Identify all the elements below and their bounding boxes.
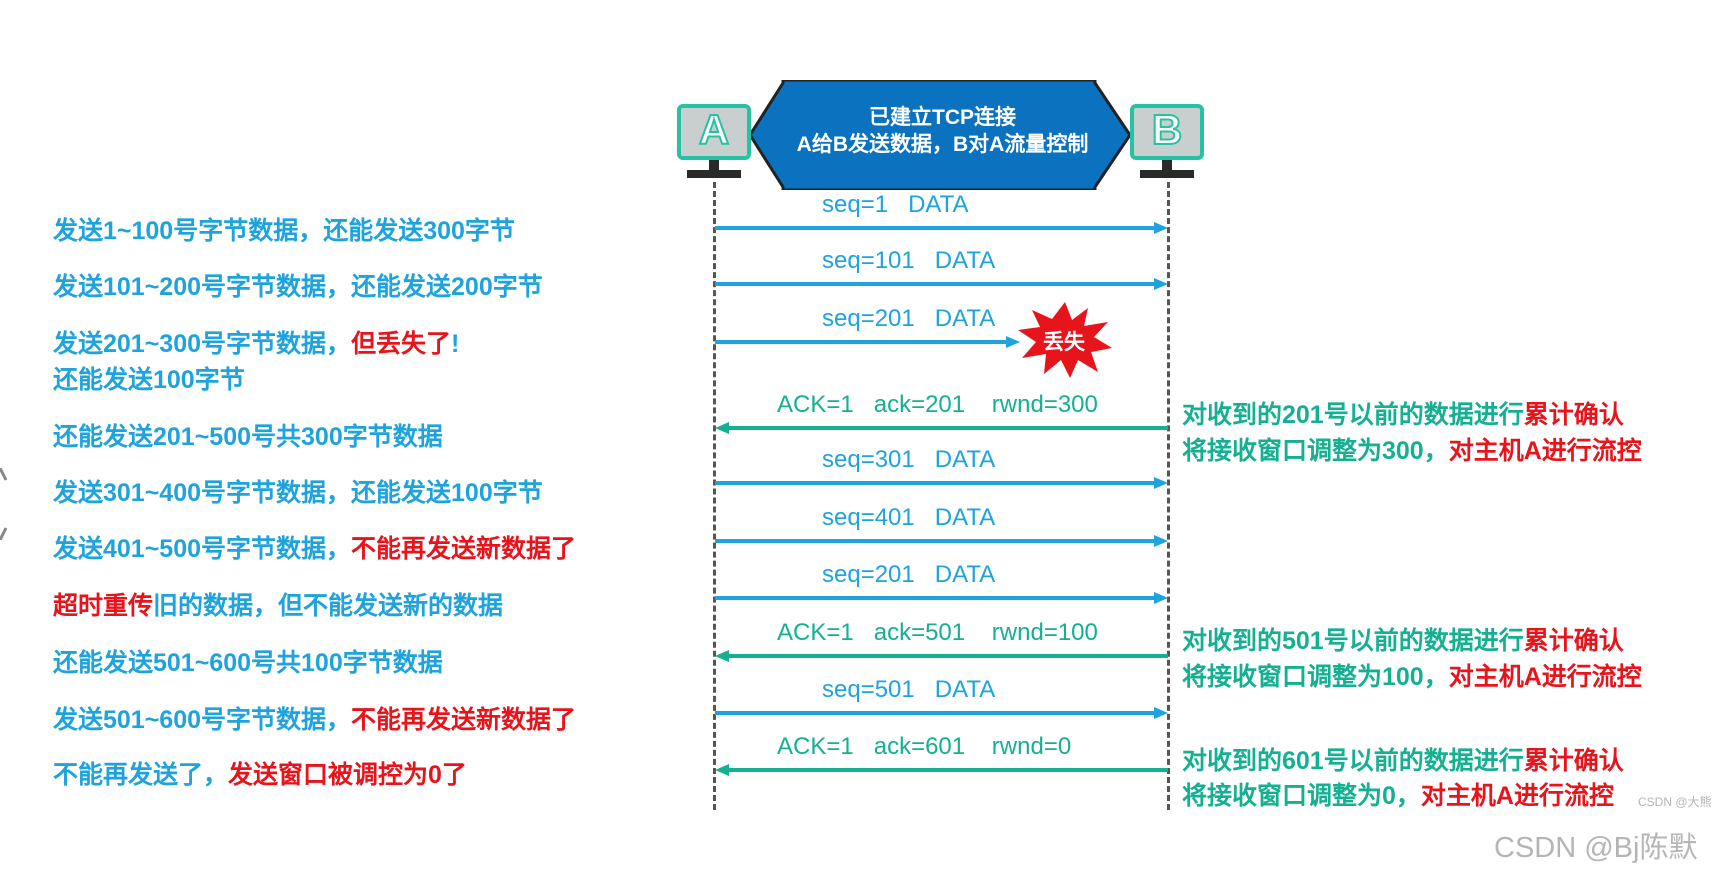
data-segment-label: seq=101 DATA: [822, 247, 996, 274]
data-segment-label: seq=201 DATA: [822, 305, 996, 332]
right-note-line-segment: 将接收窗口调整为300，: [1182, 437, 1449, 465]
banner-line-2: A给B发送数据，B对A流量控制: [796, 133, 1089, 156]
left-note-line-segment: 发送101~200号字节数据，还能发送200字节: [53, 273, 543, 301]
left-note-line-segment: 不能再发送了，: [53, 761, 229, 789]
left-note-line-segment: 不能再发送新数据了: [351, 535, 577, 563]
side-chevron-icon: [0, 468, 8, 540]
right-note-line: 将接收窗口调整为300，对主机A进行流控: [1182, 431, 1642, 467]
right-note-line-segment: 累计确认: [1523, 747, 1624, 775]
arrowhead-icon: [1154, 592, 1168, 604]
right-note-line-segment: 对主机A进行流控: [1448, 437, 1642, 465]
data-segment-label: seq=501 DATA: [822, 676, 996, 703]
left-note-line: 发送301~400号字节数据，还能发送100字节: [53, 473, 543, 509]
left-note-line-segment: 但丢失了: [351, 330, 452, 358]
arrowhead-icon: [1154, 707, 1168, 719]
lifeline-a: [713, 182, 716, 810]
arrowhead-icon: [1006, 336, 1020, 348]
data-segment-label: seq=401 DATA: [822, 504, 996, 531]
host-a-label: A: [698, 105, 730, 154]
right-note-line-segment: 将接收窗口调整为0，: [1182, 782, 1421, 810]
left-note-line: 不能再发送了，发送窗口被调控为0了: [53, 755, 467, 791]
loss-burst-icon: [1018, 302, 1112, 378]
arrowhead-icon: [715, 422, 729, 434]
data-segment-label: seq=201 DATA: [822, 561, 996, 588]
left-note-line-segment: 发送401~500号字节数据，: [53, 535, 352, 563]
left-note-line: 还能发送201~500号共300字节数据: [53, 417, 443, 453]
right-note-line-segment: 对收到的201号以前的数据进行: [1182, 401, 1524, 429]
data-segment-label: seq=1 DATA: [822, 191, 969, 218]
left-note-line: 还能发送100字节: [53, 360, 245, 396]
right-note-line-segment: 累计确认: [1523, 401, 1624, 429]
right-note-line-segment: 对主机A进行流控: [1448, 663, 1642, 691]
right-note-line-segment: 对收到的601号以前的数据进行: [1182, 747, 1524, 775]
left-note-line: 超时重传旧的数据，但不能发送新的数据: [53, 586, 503, 622]
left-note-line-segment: !: [451, 330, 460, 358]
left-note-line: 发送101~200号字节数据，还能发送200字节: [53, 267, 543, 303]
left-note-line: 还能发送501~600号共100字节数据: [53, 643, 443, 679]
ack-segment-label: ACK=1 ack=501 rwnd=100: [777, 619, 1098, 646]
right-note-line: 对收到的201号以前的数据进行累计确认: [1182, 395, 1624, 431]
left-note-line-segment: 发送501~600号字节数据，: [53, 706, 352, 734]
ack-segment-label: ACK=1 ack=601 rwnd=0: [777, 733, 1072, 760]
right-note-line-segment: 对收到的501号以前的数据进行: [1182, 627, 1524, 655]
left-note-line: 发送401~500号字节数据，不能再发送新数据了: [53, 529, 576, 565]
arrowhead-icon: [1154, 278, 1168, 290]
right-note-line: 对收到的501号以前的数据进行累计确认: [1182, 621, 1624, 657]
arrowhead-icon: [1154, 222, 1168, 234]
arrowhead-icon: [715, 650, 729, 662]
right-note-line: 将接收窗口调整为0，对主机A进行流控: [1182, 776, 1614, 812]
host-b-label: B: [1151, 105, 1183, 154]
left-note-line-segment: 发送301~400号字节数据，还能发送100字节: [53, 479, 543, 507]
left-note-line-segment: 不能再发送新数据了: [351, 706, 577, 734]
right-note-line-segment: 累计确认: [1523, 627, 1624, 655]
host-b-monitor-icon: B: [1130, 104, 1210, 182]
banner-line-1: 已建立TCP连接: [869, 106, 1016, 129]
left-note-line: 发送201~300号字节数据，但丢失了!: [53, 324, 459, 360]
csdn-watermark: CSDN @Bj陈默: [1494, 832, 1698, 864]
left-note-line-segment: 发送窗口被调控为0了: [228, 761, 467, 789]
right-note-line: 将接收窗口调整为100，对主机A进行流控: [1182, 657, 1642, 693]
arrowhead-icon: [1154, 477, 1168, 489]
right-note-line-segment: 对主机A进行流控: [1420, 782, 1614, 810]
right-note-line-segment: 将接收窗口调整为100，: [1182, 663, 1449, 691]
left-note-line: 发送1~100号字节数据，还能发送300字节: [53, 211, 515, 247]
ack-segment-label: ACK=1 ack=201 rwnd=300: [777, 391, 1098, 418]
left-note-line-segment: 还能发送501~600号共100字节数据: [53, 649, 443, 677]
data-segment-label: seq=301 DATA: [822, 446, 996, 473]
host-a-monitor-icon: A: [677, 104, 757, 182]
right-note-line: 对收到的601号以前的数据进行累计确认: [1182, 741, 1624, 777]
left-note-line-segment: 还能发送100字节: [53, 366, 245, 394]
left-note-line: 发送501~600号字节数据，不能再发送新数据了: [53, 700, 576, 736]
left-note-line-segment: 旧的数据，但不能发送新的数据: [153, 592, 504, 620]
small-watermark: CSDN @大熊: [1638, 795, 1712, 809]
lifeline-b: [1167, 182, 1170, 810]
arrowhead-icon: [1154, 535, 1168, 547]
left-note-line-segment: 还能发送201~500号共300字节数据: [53, 423, 443, 451]
loss-label: 丢失: [1043, 331, 1085, 354]
left-note-line-segment: 发送201~300号字节数据，: [53, 330, 352, 358]
arrowhead-icon: [715, 764, 729, 776]
left-note-line-segment: 发送1~100号字节数据，还能发送300字节: [53, 217, 515, 245]
left-note-line-segment: 超时重传: [53, 592, 154, 620]
